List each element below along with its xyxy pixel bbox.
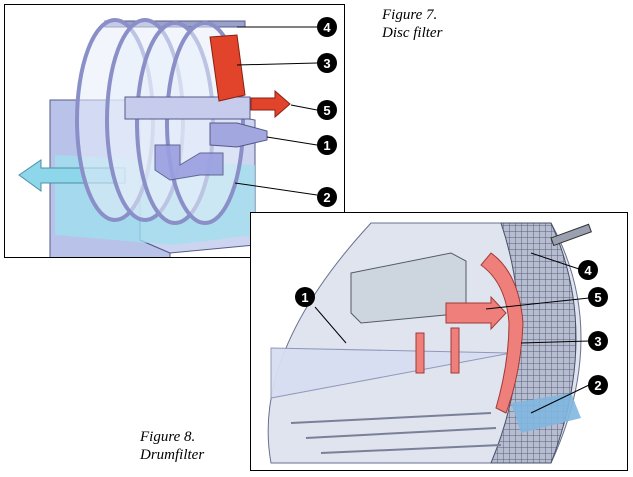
- drum-filter-ribs: [290, 412, 502, 454]
- disc-filter-reject-arrow: [250, 89, 291, 119]
- svg-text:1: 1: [301, 290, 308, 305]
- drum-filter-outlet-water: [511, 393, 581, 433]
- svg-text:4: 4: [584, 263, 592, 278]
- disc-filter-callout-3: 3: [317, 53, 337, 73]
- disc-filter-illustration: 4 3 5 1 2: [18, 17, 337, 257]
- svg-text:2: 2: [323, 190, 330, 205]
- svg-text:3: 3: [323, 56, 330, 71]
- svg-text:5: 5: [594, 290, 601, 305]
- drum-filter-leaders: [314, 252, 590, 414]
- figure-8-number: Figure 8.: [140, 429, 196, 445]
- disc-filter-leaders: [234, 26, 318, 196]
- disc-filter-callout-4: 4: [317, 17, 337, 37]
- disc-filter-callout-5: 5: [317, 100, 337, 120]
- drum-filter-callout-5: 5: [588, 287, 608, 307]
- figure-8-panel: 1 4 5 3 2: [250, 212, 628, 471]
- disc-filter-shaft: [124, 96, 251, 120]
- svg-text:1: 1: [323, 138, 330, 153]
- disc-filter-callout-2: 2: [317, 187, 337, 207]
- drum-filter-spray-nozzle: [550, 223, 592, 247]
- svg-text:3: 3: [594, 334, 601, 349]
- figure-8-title: Drumfilter: [140, 447, 205, 463]
- drum-filter-callout-3: 3: [588, 331, 608, 351]
- figure-7-panel: 4 3 5 1 2: [4, 4, 345, 258]
- disc-filter-callout-1: 1: [317, 135, 337, 155]
- svg-text:2: 2: [594, 378, 601, 393]
- figure-7-number: Figure 7.: [382, 7, 438, 23]
- disc-filter-sludge-trough: [209, 34, 246, 102]
- disc-filter-inlet-arrow: [209, 122, 268, 148]
- drum-filter-callout-4: 4: [578, 260, 598, 280]
- drum-filter-backwash-flow: [415, 252, 524, 414]
- svg-text:4: 4: [323, 20, 331, 35]
- drum-filter-callout-2: 2: [588, 375, 608, 395]
- figure-8-caption: Figure 8. Drumfilter: [140, 428, 204, 464]
- disc-filter-filtrate-arrows: [154, 144, 224, 181]
- drum-filter-callout-1: 1: [295, 287, 315, 307]
- svg-text:5: 5: [323, 103, 330, 118]
- figure-7-caption: Figure 7. Disc filter: [382, 6, 442, 42]
- drum-filter-illustration: 1 4 5 3 2: [267, 222, 608, 464]
- figure-7-title: Disc filter: [382, 25, 443, 41]
